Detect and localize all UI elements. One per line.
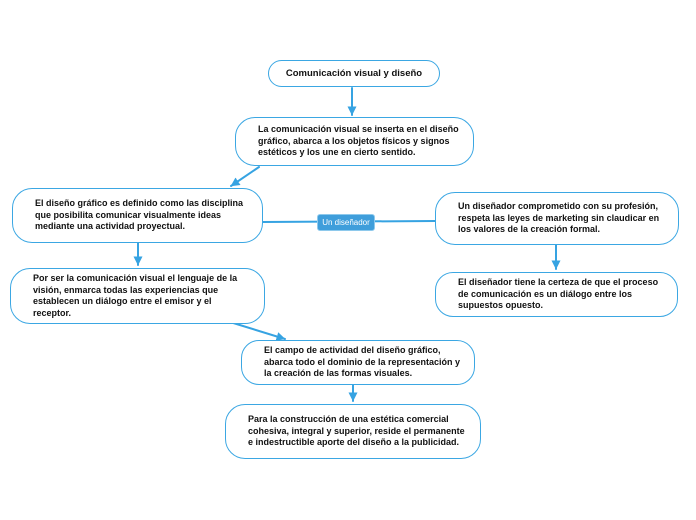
relation-label-un-disenador[interactable]: Un diseñador: [317, 214, 375, 231]
node-root-comunicacion-visual[interactable]: Comunicación visual y diseño: [268, 60, 440, 87]
node-campo-de-actividad[interactable]: El campo de actividad del diseño gráfico…: [241, 340, 475, 385]
connector-intro-to-definicion: [230, 166, 260, 187]
node-comunicacion-se-inserta[interactable]: La comunicación visual se inserta en el …: [235, 117, 474, 166]
connector-lenguaje-to-campo: [229, 321, 286, 341]
node-certeza-del-disenador[interactable]: El diseñador tiene la certeza de que el …: [435, 272, 678, 317]
node-disenador-comprometido[interactable]: Un diseñador comprometido con su profesi…: [435, 192, 679, 245]
node-lenguaje-de-la-vision[interactable]: Por ser la comunicación visual el lengua…: [10, 268, 265, 324]
node-estetica-comercial[interactable]: Para la construcción de una estética com…: [225, 404, 481, 459]
node-definicion-diseno-grafico[interactable]: El diseño gráfico es definido como las d…: [12, 188, 263, 243]
